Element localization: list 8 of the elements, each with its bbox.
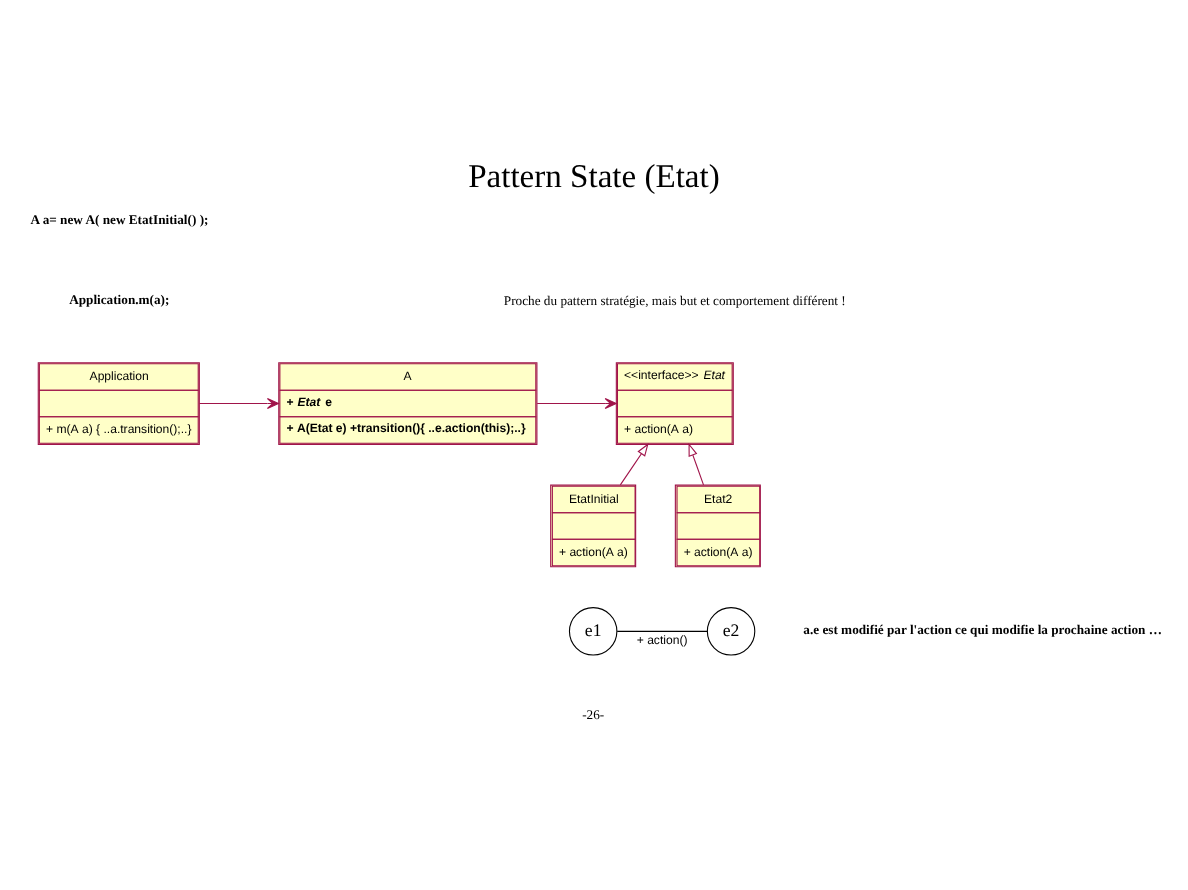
connector [616,629,708,631]
arrow [199,397,279,409]
node-circle: e1 [568,606,618,655]
node-circle: e2 [706,606,756,655]
arrow [619,442,649,485]
arrow [536,397,617,409]
diagram-title: Pattern State (Etat) [468,156,720,195]
arrow [688,441,705,485]
